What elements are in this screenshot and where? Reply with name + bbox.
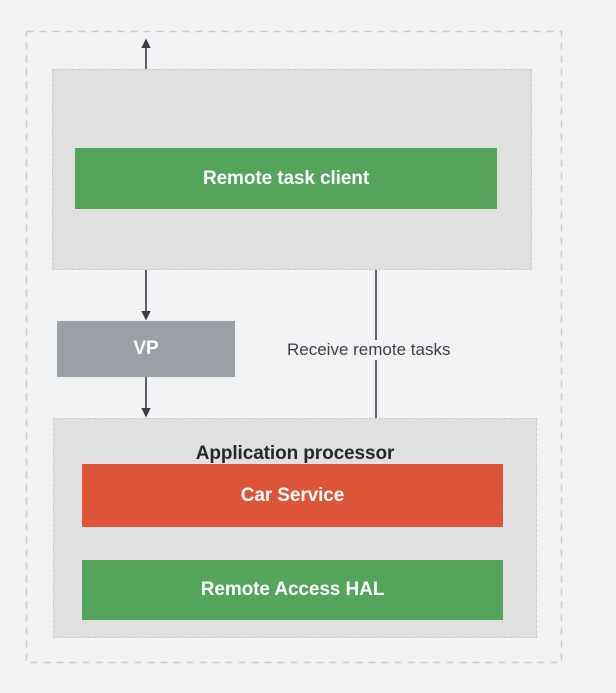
node-car-service-label: Car Service xyxy=(240,484,345,506)
node-remote-task-client-label: Remote task client xyxy=(202,167,370,189)
node-remote-access-hal[interactable]: Remote Access HAL xyxy=(82,560,503,620)
edge-label-receive-remote-tasks: Receive remote tasks xyxy=(281,340,457,360)
node-car-service[interactable]: Car Service xyxy=(82,464,503,527)
node-vp[interactable]: VP xyxy=(57,321,235,377)
edge-label-receive-remote-tasks-text: Receive remote tasks xyxy=(287,340,451,359)
group-application-processor-title: Application processor xyxy=(195,443,395,464)
vehicle-boundary-rect xyxy=(25,30,563,664)
node-vp-label: VP xyxy=(133,338,159,359)
node-remote-access-hal-label: Remote Access HAL xyxy=(200,579,385,600)
node-remote-task-client[interactable]: Remote task client xyxy=(75,148,497,209)
